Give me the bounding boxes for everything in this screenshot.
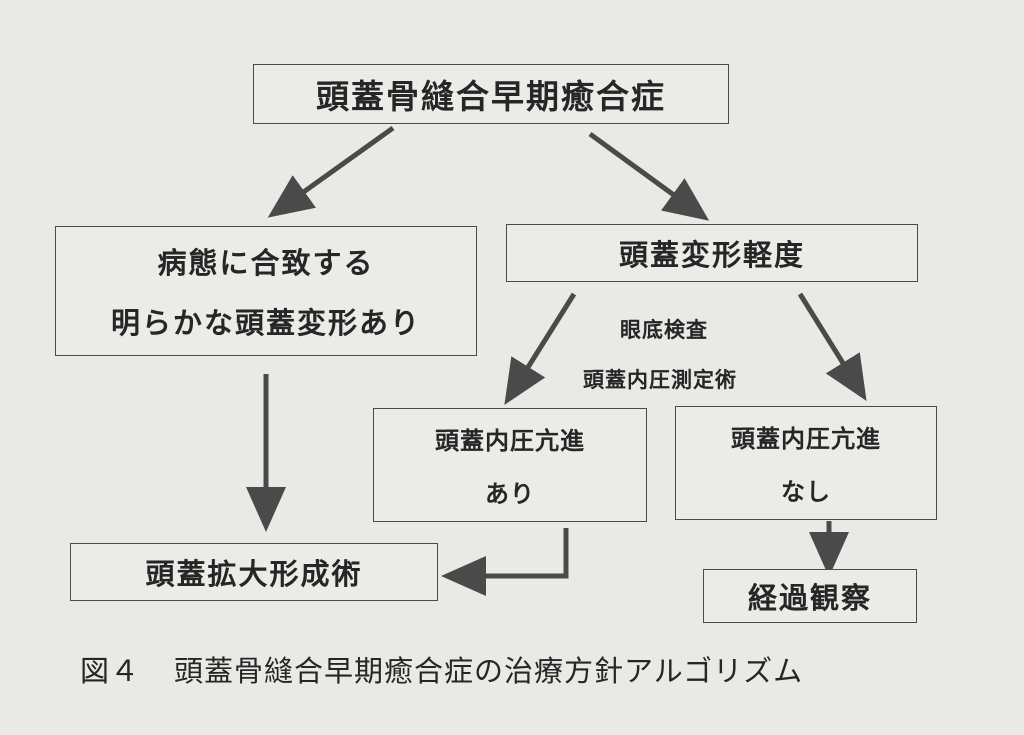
- arrow-icp-yes-to-surgery: [441, 528, 569, 596]
- surgery-text: 頭蓋拡大形成術: [145, 557, 363, 591]
- arrow-right-to-icp-yes: [504, 292, 577, 405]
- arrow-right-to-icp-no: [797, 292, 867, 401]
- exam-fundus: 眼底検査: [620, 318, 708, 342]
- left-branch-box: 病態に合致する 明らかな頭蓋変形あり: [55, 226, 477, 356]
- observation-text: 経過観察: [747, 581, 872, 615]
- exam-icp-measurement: 頭蓋内圧測定術: [583, 368, 737, 392]
- figure-number: 図４: [80, 654, 141, 688]
- arrow-title-to-left: [267, 125, 395, 218]
- icp-no-line2: なし: [781, 478, 831, 506]
- title-text: 頭蓋骨縫合早期癒合症: [316, 77, 666, 116]
- icp-yes-line2: あり: [485, 480, 535, 508]
- icp-no-box: 頭蓋内圧亢進 なし: [675, 406, 937, 520]
- figure-caption-text: 頭蓋骨縫合早期癒合症の治療方針アルゴリズム: [174, 654, 804, 688]
- right-branch-text: 頭蓋変形軽度: [618, 238, 805, 272]
- arrow-title-to-right: [588, 131, 710, 221]
- left-branch-line1: 病態に合致する: [157, 246, 375, 280]
- icp-yes-line1: 頭蓋内圧亢進: [435, 427, 585, 455]
- figure-caption: 図４ 頭蓋骨縫合早期癒合症の治療方針アルゴリズム: [80, 648, 803, 690]
- surgery-box: 頭蓋拡大形成術: [70, 543, 438, 601]
- observation-box: 経過観察: [703, 569, 917, 623]
- left-branch-line2: 明らかな頭蓋変形あり: [110, 306, 421, 340]
- icp-yes-box: 頭蓋内圧亢進 あり: [373, 408, 647, 522]
- icp-no-line1: 頭蓋内圧亢進: [731, 425, 881, 453]
- title-box: 頭蓋骨縫合早期癒合症: [253, 64, 729, 124]
- right-branch-box: 頭蓋変形軽度: [506, 224, 918, 282]
